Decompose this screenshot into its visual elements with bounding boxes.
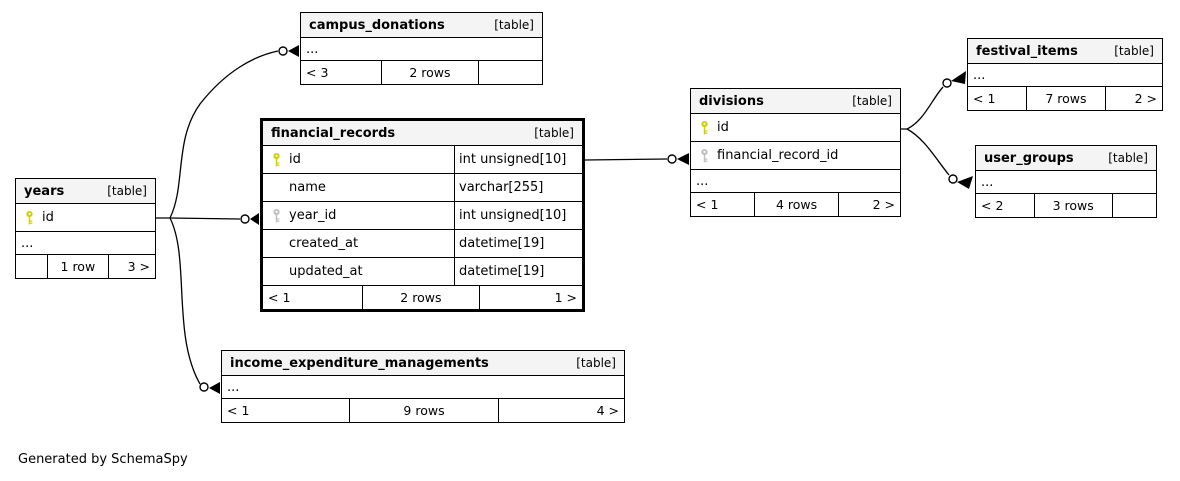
table-header-divisions[interactable]: divisions [table] — [691, 89, 900, 113]
table-tag: [table] — [494, 18, 534, 32]
table-header-income-expenditure-managements[interactable]: income_expenditure_managements [table] — [222, 351, 624, 375]
column-name: id — [42, 210, 54, 225]
table-divisions: divisions [table] id financial_record_id… — [690, 88, 901, 217]
table-footer: < 1 7 rows 2 > — [968, 86, 1162, 110]
table-footer: < 1 4 rows 2 > — [691, 192, 900, 216]
collapsed-columns-row: ... — [301, 37, 542, 60]
footer-parents — [16, 255, 47, 278]
footer-parents: < 1 — [973, 91, 996, 106]
table-name: campus_donations — [309, 17, 445, 33]
table-footer: < 1 9 rows 4 > — [222, 398, 624, 422]
collapsed-columns-row: ... — [691, 169, 900, 192]
table-footer: < 1 2 rows 1 > — [263, 285, 582, 309]
footer-rowcount: 7 rows — [1026, 87, 1106, 110]
footer-children: 4 > — [596, 403, 619, 418]
table-income-expenditure-managements: income_expenditure_managements [table] .… — [221, 350, 625, 423]
column-type: datetime[19] — [454, 230, 582, 257]
footer-rowcount: 2 rows — [361, 286, 480, 309]
footer-children: 1 > — [554, 290, 577, 305]
column-type: varchar[255] — [454, 174, 582, 201]
column-name: year_id — [289, 208, 337, 223]
foreign-key-icon — [273, 208, 280, 223]
column-row-id: id — [691, 113, 900, 141]
footer-children: 3 > — [127, 259, 150, 274]
column-name: id — [289, 152, 301, 167]
collapsed-columns-row: ... — [16, 231, 155, 254]
column-name: updated_at — [289, 264, 363, 279]
edge-years-financial-records — [169, 213, 259, 225]
edge-divisions-festival-items — [901, 71, 966, 130]
table-campus-donations: campus_donations [table] ... < 3 2 rows — [300, 12, 543, 85]
footer-parents: < 1 — [227, 403, 250, 418]
footer-parents: < 1 — [696, 197, 719, 212]
table-tag: [table] — [852, 94, 892, 108]
column-name: created_at — [289, 236, 359, 251]
footer-parents: < 2 — [981, 198, 1004, 213]
table-festival-items: festival_items [table] ... < 1 7 rows 2 … — [967, 38, 1163, 111]
column-row-year-id: year_id int unsigned[10] — [263, 201, 582, 229]
table-name: income_expenditure_managements — [230, 355, 489, 371]
footer-children: 2 > — [872, 197, 895, 212]
table-financial-records: financial_records [table] id int unsigne… — [260, 118, 585, 312]
table-name: financial_records — [271, 125, 396, 141]
footer-children — [479, 61, 542, 84]
footer-children: 2 > — [1134, 91, 1157, 106]
table-header-festival-items[interactable]: festival_items [table] — [968, 39, 1162, 63]
table-header-financial-records[interactable]: financial_records [table] — [263, 121, 582, 145]
collapsed-columns-row: ... — [222, 375, 624, 398]
footer-parents: < 3 — [306, 65, 329, 80]
collapsed-columns-row: ... — [976, 170, 1156, 193]
column-row-updated-at: updated_at datetime[19] — [263, 257, 582, 285]
column-row-name: name varchar[255] — [263, 173, 582, 201]
footer-rowcount: 2 rows — [380, 61, 480, 84]
table-footer: < 2 3 rows — [976, 193, 1156, 217]
footer-rowcount: 4 rows — [753, 193, 840, 216]
footer-rowcount: 3 rows — [1033, 194, 1113, 217]
column-row-created-at: created_at datetime[19] — [263, 229, 582, 257]
column-type: int unsigned[10] — [454, 202, 582, 229]
column-type: datetime[19] — [454, 258, 582, 285]
table-tag: [table] — [107, 184, 147, 198]
table-name: years — [24, 183, 65, 199]
table-user-groups: user_groups [table] ... < 2 3 rows — [975, 145, 1157, 218]
edge-divisions-user-groups — [906, 128, 973, 189]
table-footer: 1 row 3 > — [16, 254, 155, 278]
table-tag: [table] — [576, 356, 616, 370]
table-name: user_groups — [984, 150, 1074, 166]
generator-credit: Generated by SchemaSpy — [18, 452, 188, 467]
table-header-user-groups[interactable]: user_groups [table] — [976, 146, 1156, 170]
primary-key-icon — [273, 152, 280, 167]
edge-years-income-expenditure-managements — [169, 217, 220, 394]
footer-parents: < 1 — [268, 290, 291, 305]
column-type: int unsigned[10] — [454, 146, 582, 173]
primary-key-icon — [26, 210, 33, 225]
column-name: financial_record_id — [717, 148, 839, 163]
table-header-years[interactable]: years [table] — [16, 179, 155, 203]
column-row-id: id int unsigned[10] — [263, 145, 582, 173]
table-header-campus-donations[interactable]: campus_donations [table] — [301, 13, 542, 37]
table-tag: [table] — [534, 126, 574, 140]
footer-rowcount: 9 rows — [348, 399, 500, 422]
footer-children — [1113, 194, 1156, 217]
table-name: divisions — [699, 93, 764, 109]
table-tag: [table] — [1108, 151, 1148, 165]
column-row-id: id — [16, 203, 155, 231]
column-name: id — [717, 120, 729, 135]
primary-key-icon — [701, 120, 708, 135]
collapsed-columns-row: ... — [968, 63, 1162, 86]
edge-years-campus-donations — [156, 45, 299, 219]
edge-financial-records-divisions — [584, 153, 689, 165]
foreign-key-icon — [701, 148, 708, 163]
table-name: festival_items — [976, 43, 1078, 59]
table-years: years [table] id ... 1 row 3 > — [15, 178, 156, 279]
table-tag: [table] — [1114, 44, 1154, 58]
column-row-financial-record-id: financial_record_id — [691, 141, 900, 169]
table-footer: < 3 2 rows — [301, 60, 542, 84]
footer-rowcount: 1 row — [46, 255, 110, 278]
column-name: name — [289, 180, 326, 195]
